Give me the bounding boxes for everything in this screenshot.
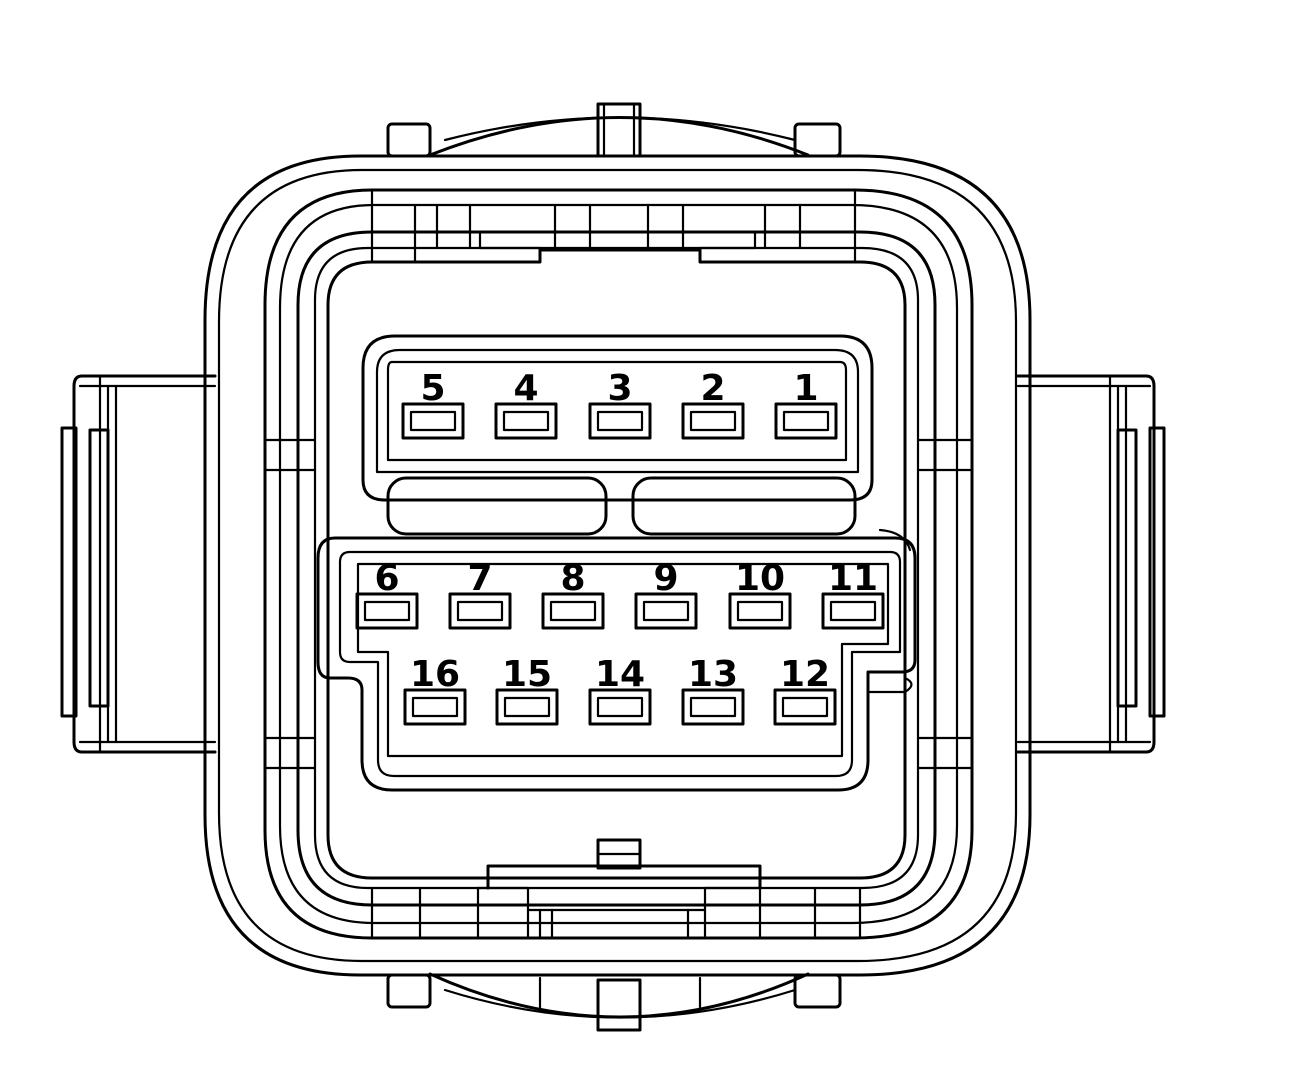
pin-7: 7 [448,558,512,630]
right-latch [1016,374,1166,754]
pin-1-contact [782,410,830,432]
pin-9: 9 [634,558,698,630]
pin-11: 11 [821,558,885,630]
bottom-dome-inner [443,988,797,1019]
pin-3: 3 [588,368,652,440]
separator-bar-right [631,476,857,536]
top-dome-inner [443,116,797,142]
pin-12-contact [781,696,829,718]
pin-8: 8 [541,558,605,630]
pin-label-11: 11 [828,558,878,599]
top-terminal-block [361,334,874,502]
pin-label-14: 14 [595,654,645,695]
pin-label-9: 9 [653,558,678,599]
bottom-left-ear [386,973,432,1009]
pin-7-contact [456,600,504,622]
top-dome [428,116,810,157]
bottom-dome-key [596,978,642,1032]
lower-terminal-block [316,528,917,792]
pin-1: 1 [774,368,838,440]
pin-label-7: 7 [467,558,492,599]
pin-label-4: 4 [513,368,538,409]
pin-16: 16 [403,654,467,726]
pin-label-6: 6 [374,558,399,599]
pin-label-3: 3 [607,368,632,409]
inner-cavity [326,248,907,880]
bottom-lock [370,838,862,940]
pin-14: 14 [588,654,652,726]
pin-label-15: 15 [502,654,552,695]
pin-2: 2 [681,368,745,440]
seal-ring-middle [278,203,959,925]
pin-15: 15 [495,654,559,726]
pin-label-1: 1 [793,368,818,409]
pin-16-contact [411,696,459,718]
pin-label-2: 2 [700,368,725,409]
bottom-right-ear [793,973,842,1009]
left-latch [60,374,217,754]
pin-9-contact [642,600,690,622]
pin-4-contact [502,410,550,432]
pin-5-contact [409,410,457,432]
pin-14-contact [596,696,644,718]
separator-bar-left [386,476,608,536]
pin-label-16: 16 [410,654,460,695]
seal-ring-inner-2 [313,246,920,890]
top-ribs [370,188,857,264]
pin-15-contact [503,696,551,718]
pin-label-8: 8 [560,558,585,599]
top-left-ear [386,122,432,158]
pin-label-12: 12 [780,654,830,695]
pin-10-contact [736,600,784,622]
pin-4: 4 [494,368,558,440]
pin-3-contact [596,410,644,432]
pin-2-contact [689,410,737,432]
outer-housing-inner-line [217,168,1018,963]
pin-12: 12 [773,654,837,726]
outer-housing [203,154,1032,977]
pin-6: 6 [355,558,419,630]
pin-10: 10 [728,558,792,630]
pin-label-10: 10 [735,558,785,599]
pin-6-contact [363,600,411,622]
pin-8-contact [549,600,597,622]
pin-label-5: 5 [420,368,445,409]
pin-13: 13 [681,654,745,726]
pin-13-contact [689,696,737,718]
pin-label-13: 13 [688,654,738,695]
pin-5: 5 [401,368,465,440]
pin-11-contact [829,600,877,622]
seal-ring-outer [263,188,974,940]
side-ribs [263,438,974,770]
